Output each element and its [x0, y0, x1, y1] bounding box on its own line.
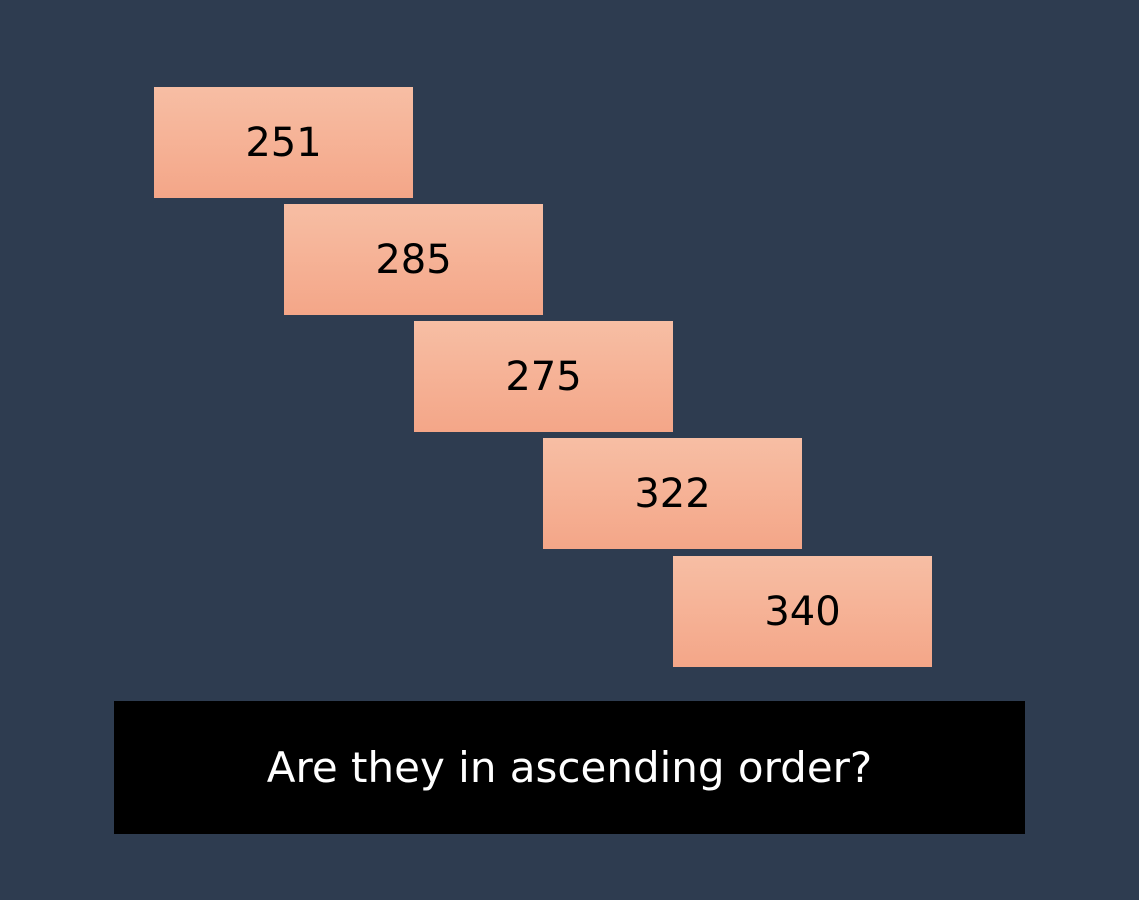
number-box-5: 340: [673, 556, 932, 667]
number-label-2: 285: [375, 236, 452, 283]
number-label-3: 275: [505, 353, 582, 400]
number-box-1: 251: [154, 87, 413, 198]
number-label-5: 340: [764, 588, 841, 635]
number-label-1: 251: [245, 119, 322, 166]
number-box-3: 275: [414, 321, 673, 432]
number-box-4: 322: [543, 438, 802, 549]
question-banner: Are they in ascending order?: [114, 701, 1025, 834]
number-box-2: 285: [284, 204, 543, 315]
number-label-4: 322: [634, 470, 711, 517]
question-text: Are they in ascending order?: [266, 742, 873, 792]
